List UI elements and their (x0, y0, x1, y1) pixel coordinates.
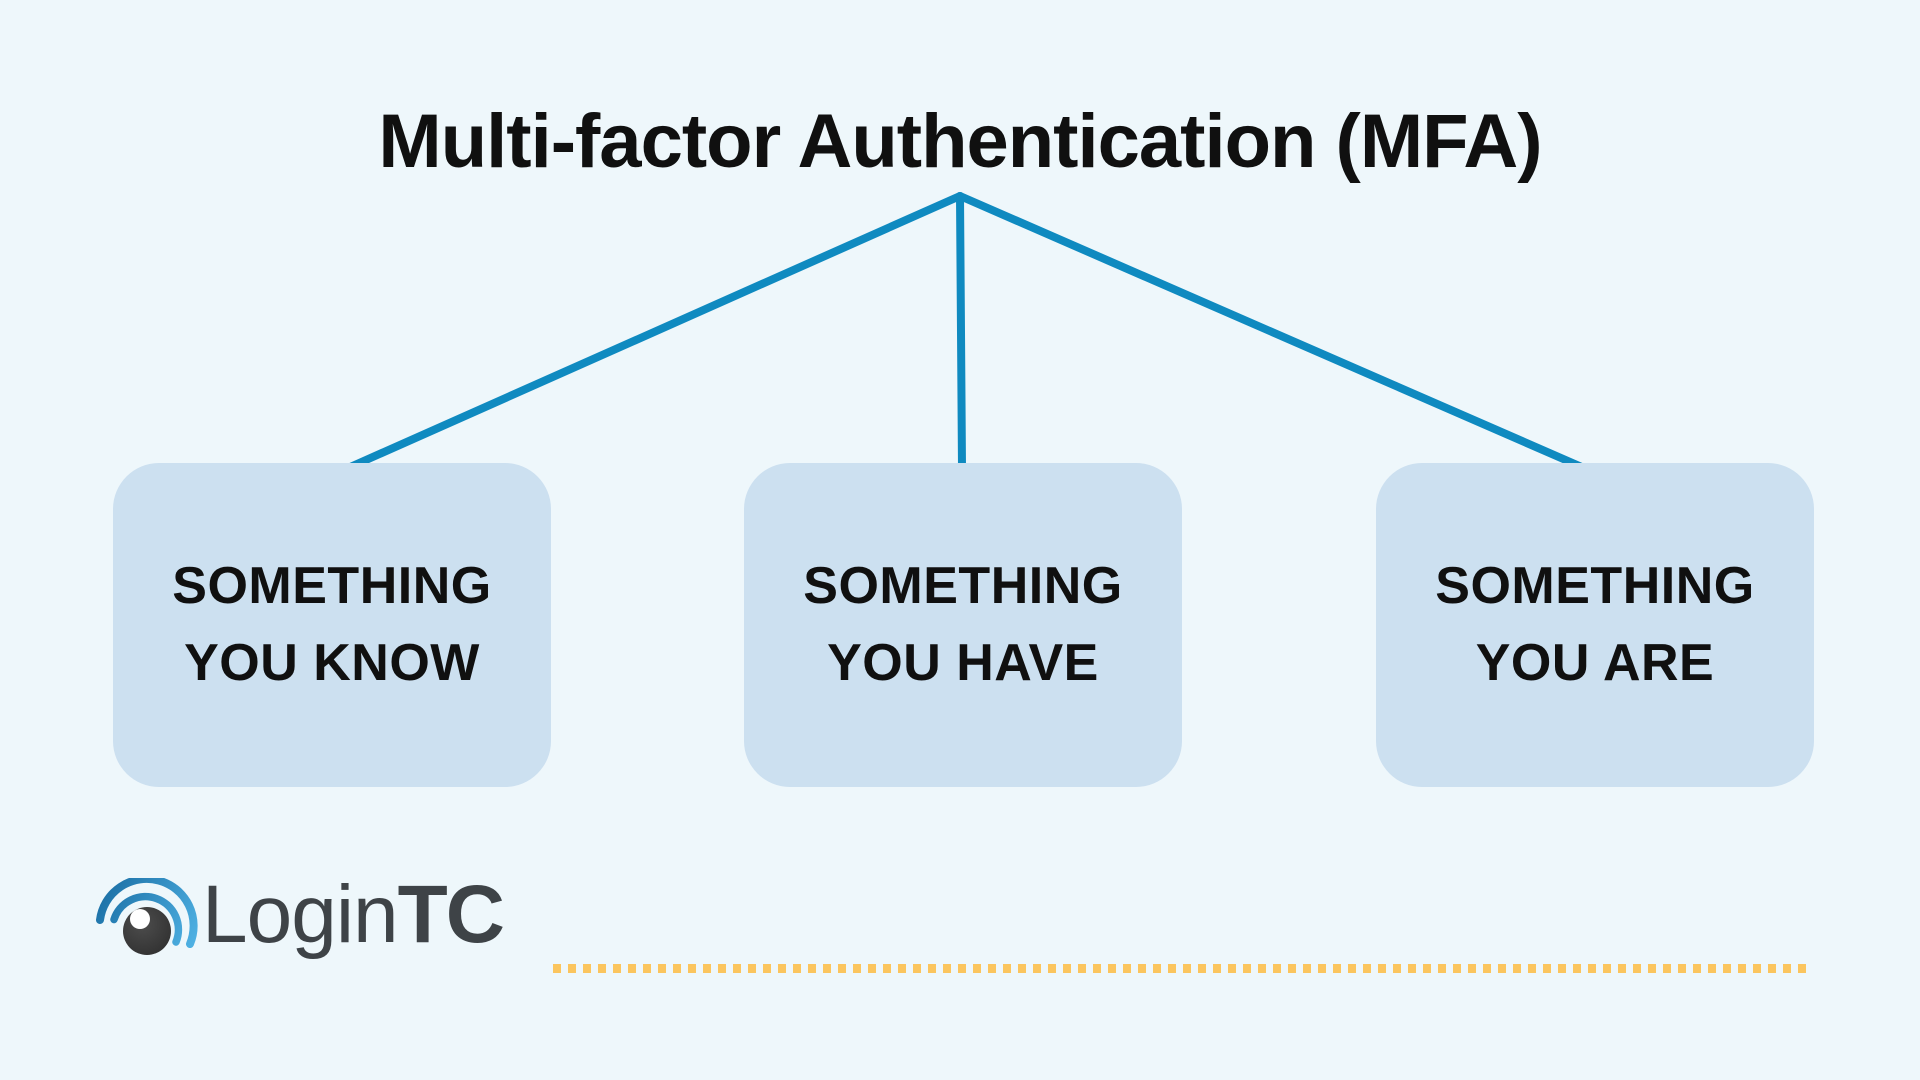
factor-box-something-you-know: SOMETHING YOU KNOW (113, 463, 551, 787)
dotted-divider (553, 964, 1813, 973)
eye-arc-inner (110, 892, 183, 946)
logintc-wordmark-bold: TC (397, 869, 505, 960)
connector-line-left (344, 192, 964, 472)
logintc-eye-icon (96, 878, 198, 955)
factor-label-line: YOU HAVE (827, 634, 1099, 692)
logintc-wordmark: LoginTC (202, 874, 505, 956)
eye-pupil-highlight (130, 909, 150, 929)
factor-label-line: SOMETHING (172, 557, 492, 615)
page-title: Multi-factor Authentication (MFA) (378, 99, 1542, 184)
eye-arc-outer (96, 878, 198, 948)
factor-label-line: YOU ARE (1475, 634, 1715, 692)
logintc-wordmark-regular: Login (202, 869, 399, 960)
factor-label-line: YOU KNOW (184, 634, 480, 692)
connector-line-right (956, 192, 1588, 472)
connector-line-middle (956, 192, 966, 472)
factor-label-line: SOMETHING (1435, 557, 1755, 615)
factor-box-something-you-have: SOMETHING YOU HAVE (744, 463, 1182, 787)
factor-label-line: SOMETHING (803, 557, 1123, 615)
factor-box-something-you-are: SOMETHING YOU ARE (1376, 463, 1814, 787)
logintc-logo: LoginTC (96, 872, 556, 987)
